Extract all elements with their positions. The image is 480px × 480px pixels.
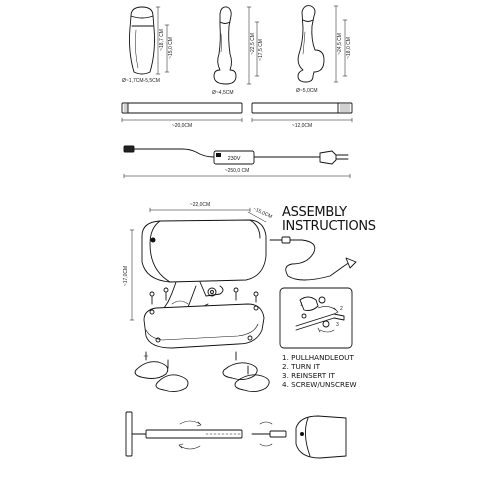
power-cable-length: ~250,0 CM — [225, 168, 250, 174]
assembly-title-line2: INSTRUCTIONS — [282, 219, 376, 234]
attachment-3-drawing — [297, 5, 325, 83]
machine-drawing — [129, 207, 357, 393]
rod-connection-drawing — [125, 411, 347, 459]
rod-short-drawing — [251, 102, 353, 123]
assembly-inset — [279, 287, 353, 349]
assembly-step-2: 2. TURN IT — [282, 362, 321, 371]
inset-label-2: 2 — [340, 306, 343, 312]
inset-label-1: 1 — [300, 302, 303, 308]
machine-width: ~22,0CM — [190, 202, 210, 208]
attachment-1-insert: ~15,0 CM — [168, 37, 174, 59]
rod-long-length: ~20,0CM — [172, 123, 192, 129]
attachment-3-height: ~24,5 CM — [337, 33, 343, 55]
assembly-step-3: 3. REINSERT IT — [282, 371, 336, 380]
attachment-1-drawing — [129, 6, 155, 75]
attachment-3-insert: ~18,0 CM — [346, 37, 352, 59]
attachment-1-height: ~18,7 CM — [159, 29, 165, 51]
machine-height: ~17,0CM — [123, 266, 129, 286]
assembly-step-1: 1. PULLHANDLEOUT — [282, 353, 354, 362]
attachment-2-insert: ~17,5 CM — [258, 39, 264, 61]
assembly-step-4: 4. SCREW/UNSCREW — [282, 380, 357, 389]
attachment-2-diameter: Ø~4,5CM — [212, 90, 234, 96]
inset-label-3: 3 — [336, 322, 339, 328]
assembly-title-line1: ASSEMBLY — [282, 205, 347, 220]
attachment-2-drawing — [213, 6, 237, 85]
machine-depth: ~15,0CM — [252, 206, 273, 220]
attachment-1-diameter: Ø~1,7CM-5,5CM — [122, 78, 160, 84]
attachment-2-height: ~22,5 CM — [250, 33, 256, 55]
attachment-2-dimensions — [246, 6, 260, 85]
power-cable-drawing — [123, 145, 351, 179]
attachment-1-dimensions — [155, 6, 170, 75]
adapter-voltage-label: 230V — [228, 156, 241, 162]
rod-short-length: ~12,0CM — [292, 123, 312, 129]
attachment-3-diameter: Ø~5,0CM — [296, 88, 318, 94]
rod-long-drawing — [121, 102, 243, 123]
attachment-3-dimensions — [333, 5, 348, 83]
